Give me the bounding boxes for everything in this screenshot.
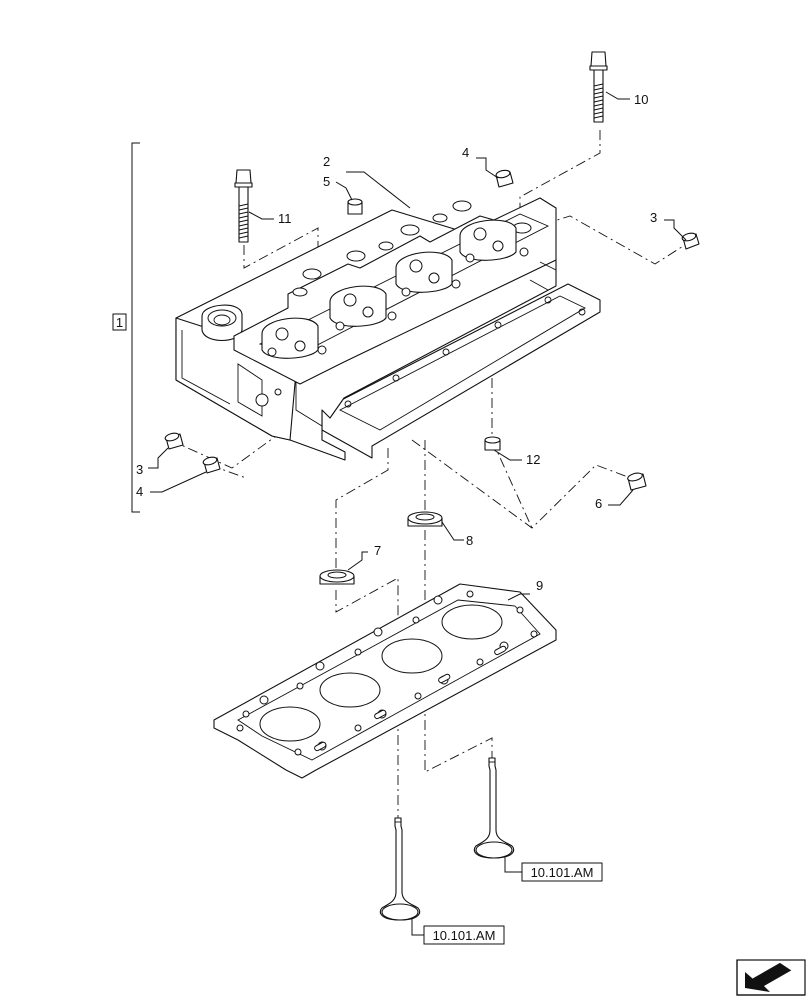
callout-2[interactable]: 2 [323, 154, 330, 169]
callout-7[interactable]: 7 [374, 543, 381, 558]
callout-3-right[interactable]: 3 [650, 210, 657, 225]
callout-5[interactable]: 5 [323, 174, 330, 189]
plug-6: 6 [595, 472, 647, 511]
head-gasket-9: 9 [213, 578, 557, 779]
callout-8[interactable]: 8 [466, 533, 473, 548]
callout-3-left[interactable]: 3 [136, 462, 143, 477]
cylinder-head-2: 2 [175, 154, 601, 461]
head-bolt-10: 10 [589, 51, 648, 123]
plug-12: 12 [484, 436, 540, 467]
callout-11[interactable]: 11 [278, 211, 292, 226]
group-bracket: 1 [112, 142, 140, 513]
callout-4-top[interactable]: 4 [462, 145, 469, 160]
next-page-arrow-icon[interactable] [736, 959, 806, 996]
plug-4-top: 4 [462, 145, 514, 188]
valve-seal-7: 7 [319, 543, 381, 585]
plug-4-left: 4 [136, 456, 221, 499]
callout-9[interactable]: 9 [536, 578, 543, 593]
callout-12[interactable]: 12 [526, 452, 540, 467]
valve-right: 10.101.AM [473, 757, 603, 882]
valve-seal-8: 8 [407, 511, 473, 548]
callout-6[interactable]: 6 [595, 496, 602, 511]
callout-1[interactable]: 1 [116, 315, 123, 330]
callout-4-left[interactable]: 4 [136, 484, 143, 499]
dowel-3-right: 3 [650, 210, 700, 250]
valve-ref-right[interactable]: 10.101.AM [531, 865, 594, 880]
valve-ref-left[interactable]: 10.101.AM [433, 928, 496, 943]
plug-5: 5 [323, 174, 363, 215]
valve-left: 10.101.AM [379, 817, 505, 945]
dowel-3-left: 3 [136, 432, 184, 477]
callout-10[interactable]: 10 [634, 92, 648, 107]
head-bolt-11: 11 [234, 169, 292, 243]
